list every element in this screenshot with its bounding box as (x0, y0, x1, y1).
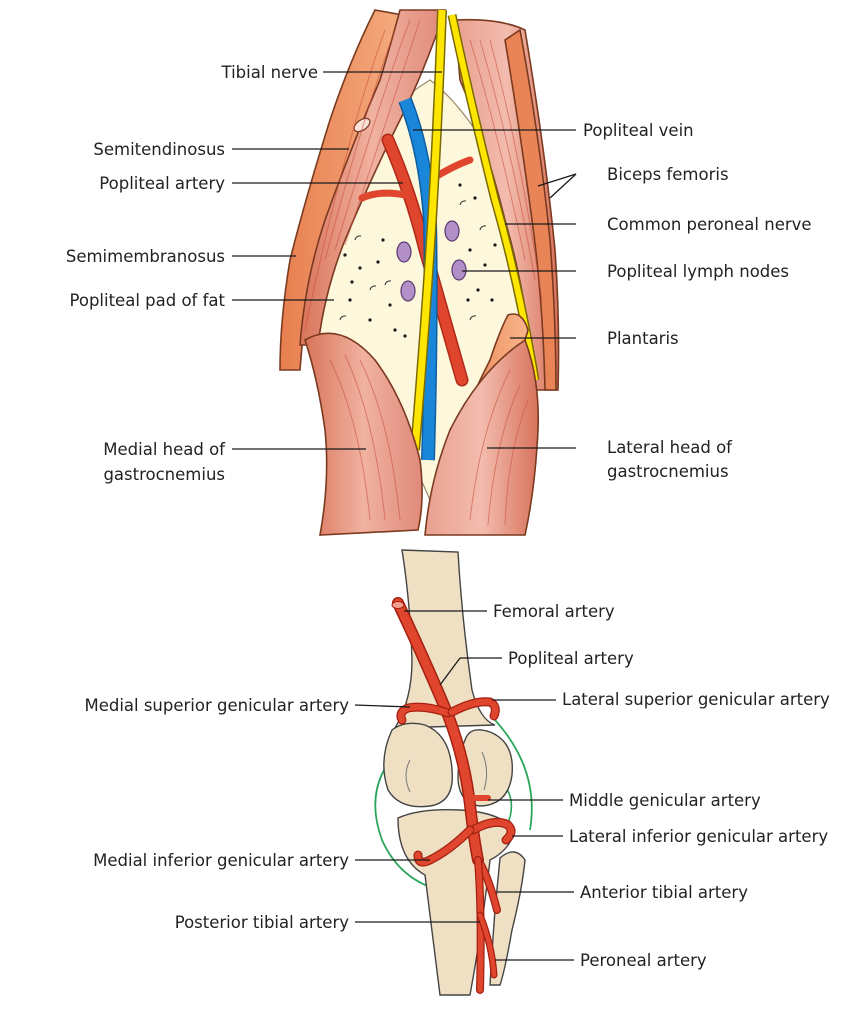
label-medial-head-2: gastrocnemius (103, 465, 225, 484)
label-lateral-head-1: Lateral head of (607, 438, 733, 457)
label-medial-superior-genicular-artery: Medial superior genicular artery (84, 696, 349, 715)
label-common-peroneal-nerve: Common peroneal nerve (607, 215, 812, 234)
label-popliteal-lymph-nodes: Popliteal lymph nodes (607, 262, 789, 281)
label-semitendinosus: Semitendinosus (93, 140, 225, 159)
femoral-condyle-medial (383, 722, 454, 808)
top-labels: Tibial nerve Semitendinosus Popliteal ar… (66, 63, 812, 484)
popliteal-fossa-panel (279, 9, 560, 536)
popliteal-artery-branch-medial (358, 189, 409, 202)
semitendinosus-tendon-cut (353, 117, 371, 133)
popliteal-lymph-nodes (396, 220, 467, 302)
label-lateral-superior-genicular-artery: Lateral superior genicular artery (562, 690, 830, 709)
lateral-gastrocnemius-muscle (424, 338, 540, 536)
label-peroneal-artery: Peroneal artery (580, 951, 707, 970)
label-biceps-femoris: Biceps femoris (607, 165, 729, 184)
top-leader-lines (232, 71, 577, 450)
label-posterior-tibial-artery: Posterior tibial artery (175, 913, 350, 932)
biceps-femoris-tendon (504, 28, 557, 391)
label-popliteal-pad-of-fat: Popliteal pad of fat (69, 291, 225, 310)
femoral-artery-cut-end (391, 601, 405, 609)
label-popliteal-artery-top: Popliteal artery (99, 174, 225, 193)
label-plantaris: Plantaris (607, 329, 679, 348)
bottom-labels: Femoral artery Popliteal artery Medial s… (84, 602, 830, 970)
label-lateral-inferior-genicular-artery: Lateral inferior genicular artery (569, 827, 828, 846)
bottom-leader-lines (354, 610, 574, 961)
label-popliteal-artery-bottom: Popliteal artery (508, 649, 634, 668)
label-middle-genicular-artery: Middle genicular artery (569, 791, 761, 810)
genicular-anastomosis-panel (374, 549, 533, 996)
medial-gastrocnemius-muscle (304, 332, 423, 536)
right-muscle-fibers (469, 39, 543, 301)
label-popliteal-vein: Popliteal vein (583, 121, 694, 140)
label-tibial-nerve: Tibial nerve (221, 63, 318, 82)
label-medial-inferior-genicular-artery: Medial inferior genicular artery (93, 851, 349, 870)
label-medial-head-1: Medial head of (103, 440, 226, 459)
left-muscle-fibers (304, 19, 421, 331)
label-anterior-tibial-artery: Anterior tibial artery (580, 883, 748, 902)
anastomosis-loop-lateral (494, 719, 533, 831)
label-femoral-artery: Femoral artery (493, 602, 615, 621)
label-lateral-head-2: gastrocnemius (607, 462, 729, 481)
medial-gastrocnemius-fibers (329, 354, 401, 521)
label-semimembranosus: Semimembranosus (66, 247, 225, 266)
fat-texture (339, 183, 497, 338)
